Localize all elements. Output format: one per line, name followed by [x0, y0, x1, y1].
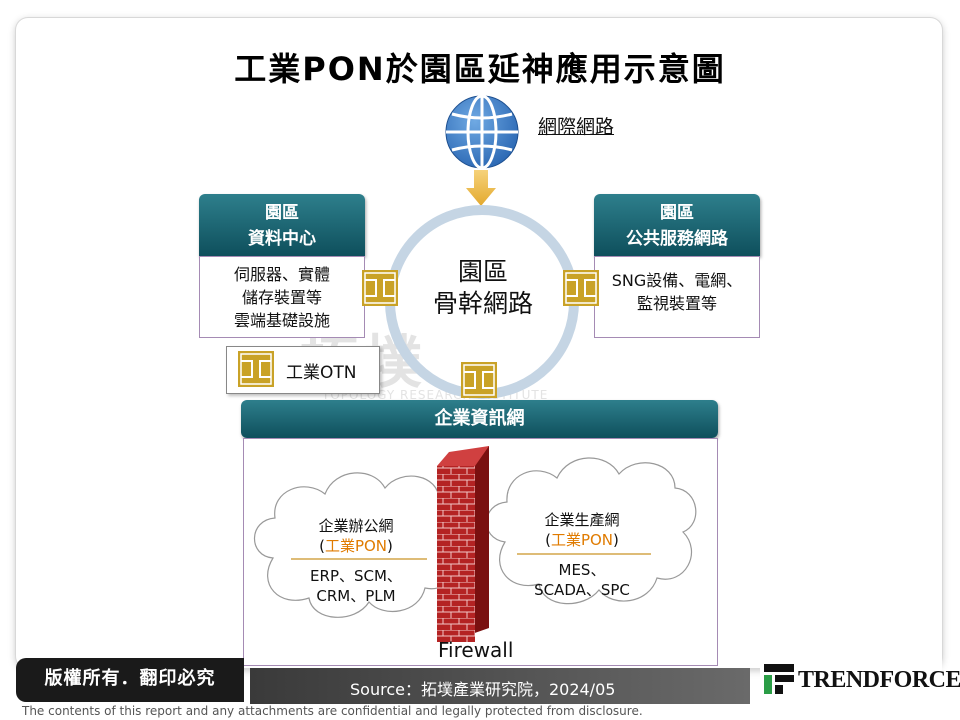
public-service-box: SNG設備、電網、 監視裝置等	[594, 256, 760, 338]
backbone-line2: 骨幹網路	[432, 289, 533, 318]
paren: )	[613, 531, 619, 549]
backbone-line1: 園區	[457, 257, 508, 286]
enterprise-header: 企業資訊網	[241, 400, 718, 438]
switch-icon	[362, 270, 398, 306]
data-center-header-line1: 園區	[265, 203, 299, 223]
paren: (	[545, 531, 551, 549]
data-center-item: 伺服器、實體	[233, 265, 330, 284]
copyright-badge: 版權所有．翻印必究	[16, 658, 244, 702]
switch-icon	[461, 362, 497, 398]
office-pon: (工業PON)	[290, 536, 422, 556]
trendforce-logo-icon	[764, 664, 794, 694]
production-systems-line2: SCADA、SPC	[534, 581, 630, 599]
office-pon-label: 工業PON	[324, 537, 388, 555]
backbone-label: 園區 骨幹網路	[400, 256, 566, 320]
enterprise-diagram	[253, 446, 697, 642]
office-systems-line1: ERP、SCM、	[310, 567, 402, 585]
data-center-item: 儲存裝置等	[241, 288, 322, 307]
internet-label: 網際網路	[538, 116, 615, 138]
diagram-title: 工業PON於園區延神應用示意圖	[234, 50, 726, 88]
paren: )	[387, 537, 393, 555]
data-center-item: 雲端基礎設施	[233, 311, 330, 330]
trendforce-logo-text: TRENDFORCE	[798, 667, 960, 693]
firewall-icon	[437, 446, 489, 642]
public-service-header-line1: 園區	[660, 203, 694, 223]
data-center-header: 園區 資料中心	[199, 194, 365, 256]
production-systems-line1: MES、	[558, 561, 606, 579]
disclaimer: The contents of this report and any atta…	[22, 704, 643, 718]
production-pon: (工業PON)	[516, 530, 648, 550]
production-title: 企業生產網	[544, 511, 620, 529]
globe-icon	[445, 94, 519, 170]
production-cloud	[485, 457, 697, 605]
switch-icon	[563, 270, 599, 306]
public-service-header-line2: 公共服務網路	[626, 229, 728, 249]
firewall-label: Firewall	[438, 638, 514, 662]
source-bar	[250, 668, 750, 704]
switch-icon	[238, 351, 274, 387]
source-text: Source：拓墣產業研究院，2024/05	[350, 680, 616, 699]
public-service-header: 園區 公共服務網路	[594, 194, 760, 256]
data-center-box: 伺服器、實體 儲存裝置等 雲端基礎設施	[199, 256, 365, 338]
production-network: 企業生產網 (工業PON) MES、 SCADA、SPC	[516, 510, 648, 600]
production-pon-label: 工業PON	[550, 531, 614, 549]
office-network: 企業辦公網 (工業PON) ERP、SCM、 CRM、PLM	[290, 516, 422, 606]
data-center-header-line2: 資料中心	[248, 229, 316, 249]
office-title: 企業辦公網	[318, 517, 394, 535]
paren: (	[319, 537, 325, 555]
otn-label: 工業OTN	[286, 363, 357, 383]
down-arrow-icon	[466, 170, 496, 206]
public-service-item: 監視裝置等	[636, 294, 717, 313]
office-systems-line2: CRM、PLM	[316, 587, 396, 605]
public-service-item: SNG設備、電網、	[611, 271, 743, 290]
